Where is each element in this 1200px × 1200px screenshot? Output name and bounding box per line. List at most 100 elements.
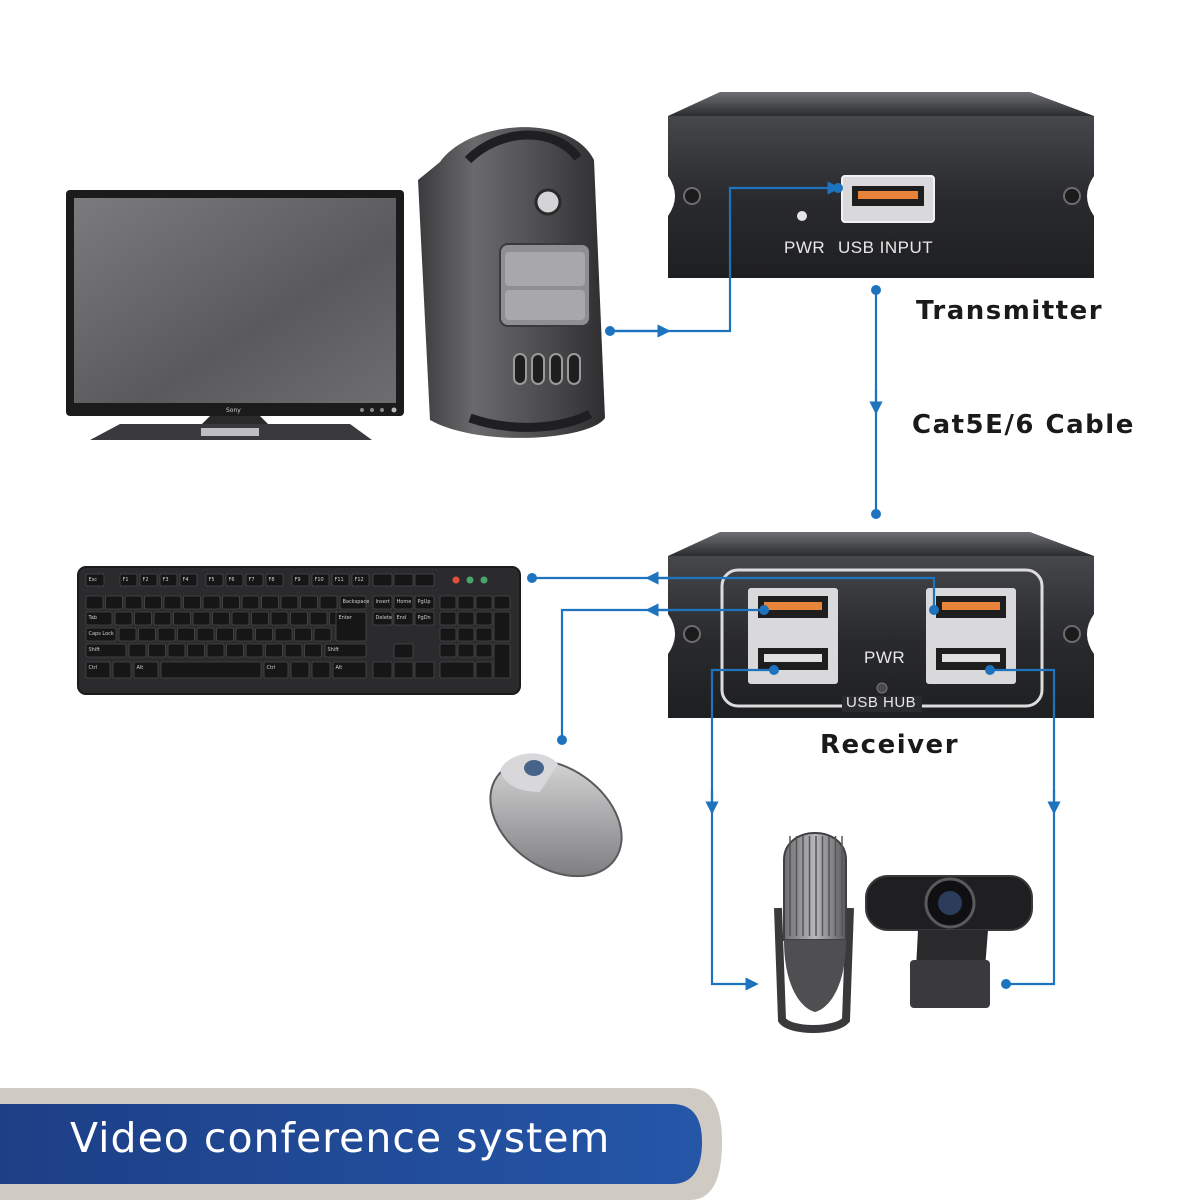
key-ctrl-left	[85, 661, 111, 679]
banner-blue	[0, 1104, 702, 1184]
receiver-unit	[668, 532, 1094, 718]
screw-icon	[683, 187, 701, 205]
monitor-stand-plate	[201, 428, 259, 436]
mic-body	[784, 940, 846, 1012]
keyboard-key	[187, 643, 205, 658]
keyboard-key	[148, 643, 166, 658]
key-function	[291, 573, 310, 587]
keyboard-key	[294, 627, 312, 642]
keyboard-key	[270, 611, 289, 626]
keyboard-key-label: Esc	[89, 577, 98, 583]
mic-head	[783, 832, 847, 941]
keyboard-key	[118, 627, 137, 642]
key-menu	[311, 661, 331, 679]
numpad-key	[439, 595, 457, 610]
link-receiver-to-mouse	[560, 608, 764, 740]
keyboard-key	[202, 595, 221, 610]
usb-hub-label: USB HUB	[846, 694, 917, 711]
numpad-key	[439, 627, 457, 642]
key-esc	[85, 573, 105, 587]
key-delete	[372, 611, 393, 626]
keyboard-key-label: Shift	[328, 647, 339, 653]
tower-port	[567, 353, 581, 385]
keyboard-key-label: Alt	[336, 665, 343, 671]
key-function	[311, 573, 330, 587]
numpad-plus	[493, 611, 511, 642]
keyboard-key	[124, 595, 143, 610]
screw-icon	[683, 625, 701, 643]
numpad-key	[457, 643, 475, 658]
numpad-key	[439, 611, 457, 626]
keyboard-key	[206, 643, 225, 658]
keyboard-key	[319, 595, 338, 610]
usb-hub-label-bg	[842, 696, 922, 712]
keyboard-key-label: Ctrl	[267, 665, 276, 671]
keyboard-key	[163, 595, 182, 610]
tower-port	[549, 353, 563, 385]
link-receiver-to-webcam	[990, 668, 1056, 986]
receiver-label: Receiver	[820, 730, 960, 760]
key-space	[160, 661, 262, 679]
keyboard-key	[216, 627, 234, 642]
numpad-key	[457, 595, 475, 610]
keyboard-key-label: F8	[269, 577, 275, 583]
pwr-led	[797, 211, 807, 221]
usb-input-label: USB INPUT	[838, 238, 934, 257]
keyboard-key	[261, 595, 279, 610]
keyboard-key-label: F1	[123, 577, 129, 583]
numpad-key	[493, 595, 511, 610]
keyboard-key-label: Delete	[376, 615, 392, 621]
usb-port-contacts	[858, 191, 918, 199]
link-dot	[871, 285, 881, 295]
keyboard-led	[480, 576, 488, 584]
mouse-scroll-wheel	[524, 760, 544, 776]
keyboard-key	[309, 611, 328, 626]
key-backspace	[339, 595, 367, 610]
usb-port-contacts	[764, 602, 822, 610]
keyboard-key	[85, 595, 104, 610]
key-page-up	[414, 595, 435, 610]
tower-drive-slot	[505, 290, 585, 320]
keyboard-key	[280, 595, 299, 610]
mouse-body	[489, 758, 623, 878]
keyboard-key	[245, 643, 264, 658]
keyboard-key-label: PgDn	[418, 615, 431, 621]
link-receiver-to-microphone	[710, 668, 774, 991]
numpad-enter	[493, 643, 511, 679]
link-dot	[759, 605, 769, 615]
screw-icon	[1063, 625, 1081, 643]
keyboard-key	[414, 573, 435, 587]
monitor-brand: Sony	[226, 407, 241, 414]
key-arrow-down	[393, 661, 414, 679]
keyboard-key	[284, 643, 303, 658]
link-dot	[605, 326, 615, 336]
keyboard-key-label: F6	[229, 577, 235, 583]
key-function	[245, 573, 264, 587]
key-function	[179, 573, 198, 587]
keyboard-key-label: Ctrl	[89, 665, 98, 671]
screw-icon	[1063, 187, 1081, 205]
key-ctrl-right	[263, 661, 289, 679]
keyboard-key-label: End	[397, 615, 407, 621]
monitor-screen	[74, 198, 396, 403]
keyboard-key	[235, 627, 254, 642]
keyboard-key	[196, 627, 215, 642]
mic-stand-yoke	[774, 907, 854, 1033]
receiver-pwr-label: PWR	[864, 648, 906, 667]
numpad-key	[475, 643, 493, 658]
keyboard-key	[290, 611, 308, 626]
key-arrow-right	[414, 661, 435, 679]
usb-port-contacts	[942, 602, 1000, 610]
keyboard-key-label: F9	[295, 577, 301, 583]
microphone	[774, 832, 854, 1033]
keyboard-key	[134, 611, 152, 626]
keyboard-key-label: F5	[209, 577, 215, 583]
tower-handle-bottom	[468, 409, 593, 432]
key-function	[139, 573, 158, 587]
keyboard-key	[212, 611, 230, 626]
keyboard-key	[241, 595, 260, 610]
keyboard-key-label: Tab	[88, 615, 97, 621]
keyboard-key-label: F11	[335, 577, 344, 583]
webcam	[865, 875, 1033, 1008]
key-page-down	[414, 611, 435, 626]
